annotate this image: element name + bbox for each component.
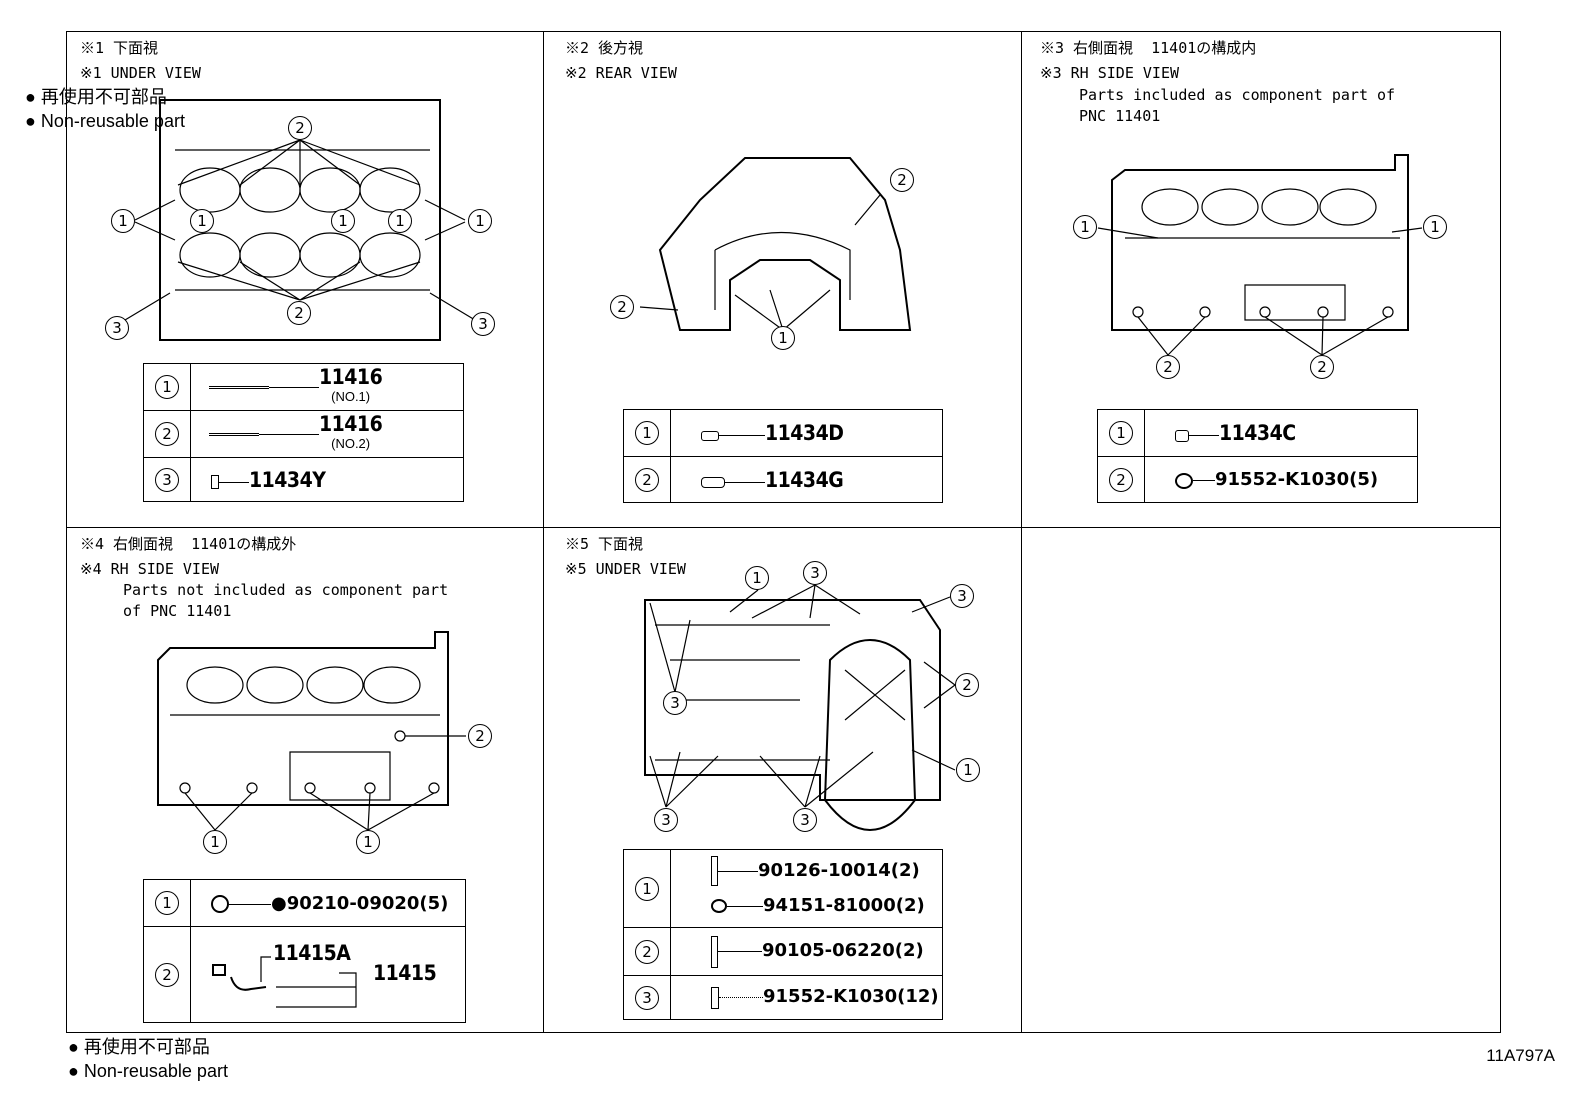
rh-side-block-drawing xyxy=(1097,154,1423,356)
callout-2: 2 xyxy=(1156,355,1180,379)
panel2-title-en: ※2 REAR VIEW xyxy=(565,64,677,82)
parts-row: 3 11434Y xyxy=(143,457,464,502)
under-view-block-drawing xyxy=(124,99,476,341)
callout-1: 1 xyxy=(771,326,795,350)
callout-2: 2 xyxy=(1310,355,1334,379)
bolt-icon xyxy=(711,986,719,1009)
panel1-title-en: ※1 UNDER VIEW xyxy=(80,64,201,82)
legend-bottom: ● 再使用不可部品 ● Non-reusable part xyxy=(68,1035,228,1083)
bolt-icon xyxy=(209,432,259,436)
parts-table-rh-side-not-included: 1 ●90210-09020(5) 2 11415A 11415 xyxy=(143,879,466,1023)
oil-jet-icon xyxy=(212,956,357,1008)
parts-table-under-view: 1 11416(NO.1) 2 11416(NO.2) 3 11434Y xyxy=(143,363,464,502)
legend-top: ● 再使用不可部品 ● Non-reusable part xyxy=(25,85,185,133)
divider xyxy=(543,31,544,1033)
rh-side-block-drawing xyxy=(157,631,466,831)
pin-icon xyxy=(211,475,219,490)
panel4-title-jp: ※4 右側面視 11401の構成外 xyxy=(80,535,297,553)
callout-1: 1 xyxy=(1073,215,1097,239)
panel4-title-en: ※4 RH SIDE VIEW xyxy=(80,560,219,578)
part-number[interactable]: 90126-10014(2) xyxy=(758,859,920,881)
callout-3: 3 xyxy=(471,312,495,336)
part-number[interactable]: 11415A xyxy=(273,941,351,965)
parts-row: 1 11434C xyxy=(1097,409,1418,457)
callout-1: 1 xyxy=(956,758,980,782)
divider xyxy=(1021,31,1022,1033)
parts-row: 1 ●90210-09020(5) xyxy=(143,879,466,927)
parts-row: 2 91552-K1030(5) xyxy=(1097,456,1418,503)
panel1-title-jp: ※1 下面視 xyxy=(80,39,159,57)
callout-2: 2 xyxy=(287,301,311,325)
callout-1: 1 xyxy=(388,209,412,233)
legend-jp: ● 再使用不可部品 xyxy=(68,1037,210,1057)
callout-1: 1 xyxy=(203,830,227,854)
callout-3: 3 xyxy=(654,808,678,832)
bolt-icon xyxy=(209,385,269,389)
rear-view-block-drawing xyxy=(639,157,912,331)
callout-3: 3 xyxy=(950,584,974,608)
pin-icon xyxy=(1175,429,1189,442)
part-number[interactable]: 11434G xyxy=(765,467,844,492)
part-number[interactable]: 90105-06220(2) xyxy=(762,939,924,961)
legend-en: ● Non-reusable part xyxy=(68,1061,228,1081)
divider xyxy=(66,527,1501,528)
gasket-icon xyxy=(211,895,229,914)
part-number[interactable]: ●90210-09020(5) xyxy=(271,892,449,914)
callout-1: 1 xyxy=(1423,215,1447,239)
parts-row: 2 11416(NO.2) xyxy=(143,410,464,458)
parts-row: 1 11434D xyxy=(623,409,943,457)
diagram-frame xyxy=(66,31,1501,1033)
parts-row: 1 11416(NO.1) xyxy=(143,363,464,411)
panel3-title-jp: ※3 右側面視 11401の構成内 xyxy=(1040,39,1257,57)
panel3-title-en: ※3 RH SIDE VIEW xyxy=(1040,64,1179,82)
part-number[interactable]: 94151-81000(2) xyxy=(763,894,925,916)
parts-table-under-view-2: 1 90126-10014(2) 94151-81000(2) 2 90105-… xyxy=(623,849,943,1020)
callout-1: 1 xyxy=(745,566,769,590)
pin-icon xyxy=(701,430,719,441)
panel2-title-jp: ※2 後方視 xyxy=(565,39,644,57)
panel5-title-jp: ※5 下面視 xyxy=(565,535,644,553)
stud-bolt-icon xyxy=(711,856,718,887)
part-number[interactable]: 11415 xyxy=(373,961,437,985)
callout-3: 3 xyxy=(803,561,827,585)
parts-row: 2 90105-06220(2) xyxy=(623,927,943,976)
callout-1: 1 xyxy=(356,830,380,854)
callout-3: 3 xyxy=(105,316,129,340)
nut-icon xyxy=(711,899,727,914)
callout-3: 3 xyxy=(663,691,687,715)
parts-row: 1 90126-10014(2) 94151-81000(2) xyxy=(623,849,943,928)
callout-1: 1 xyxy=(190,209,214,233)
parts-row: 2 11415A 11415 xyxy=(143,926,466,1023)
under-view-oil-pan-drawing xyxy=(644,584,956,831)
parts-row: 2 11434G xyxy=(623,456,943,503)
parts-table-rh-side-included: 1 11434C 2 91552-K1030(5) xyxy=(1097,409,1418,503)
callout-2: 2 xyxy=(288,116,312,140)
part-number[interactable]: 11434C xyxy=(1219,421,1296,445)
panel5-title-en: ※5 UNDER VIEW xyxy=(565,560,686,578)
callout-2: 2 xyxy=(468,724,492,748)
bolt-icon xyxy=(1175,472,1193,489)
callout-2: 2 xyxy=(955,673,979,697)
callout-2: 2 xyxy=(610,295,634,319)
parts-row: 3 91552-K1030(12) xyxy=(623,975,943,1020)
callout-1: 1 xyxy=(468,209,492,233)
callout-3: 3 xyxy=(793,808,817,832)
figure-id: 11A797A xyxy=(1486,1046,1555,1065)
pin-icon xyxy=(701,476,725,488)
part-number[interactable]: 91552-K1030(12) xyxy=(763,986,939,1008)
part-number[interactable]: 11434D xyxy=(765,421,844,445)
legend-en: ● Non-reusable part xyxy=(25,111,185,131)
bolt-icon xyxy=(711,935,718,968)
legend-jp: ● 再使用不可部品 xyxy=(25,87,167,107)
callout-1: 1 xyxy=(331,209,355,233)
callout-1: 1 xyxy=(111,209,135,233)
panel3-note: Parts included as component part of PNC … xyxy=(1079,86,1396,125)
parts-table-rear-view: 1 11434D 2 11434G xyxy=(623,409,943,503)
part-number[interactable]: 11434Y xyxy=(249,467,326,492)
panel4-note: Parts not included as component part of … xyxy=(123,581,449,620)
callout-2: 2 xyxy=(890,168,914,192)
part-number[interactable]: 91552-K1030(5) xyxy=(1215,469,1379,490)
part-number[interactable]: 11416 xyxy=(319,412,383,436)
part-number[interactable]: 11416 xyxy=(319,365,383,389)
